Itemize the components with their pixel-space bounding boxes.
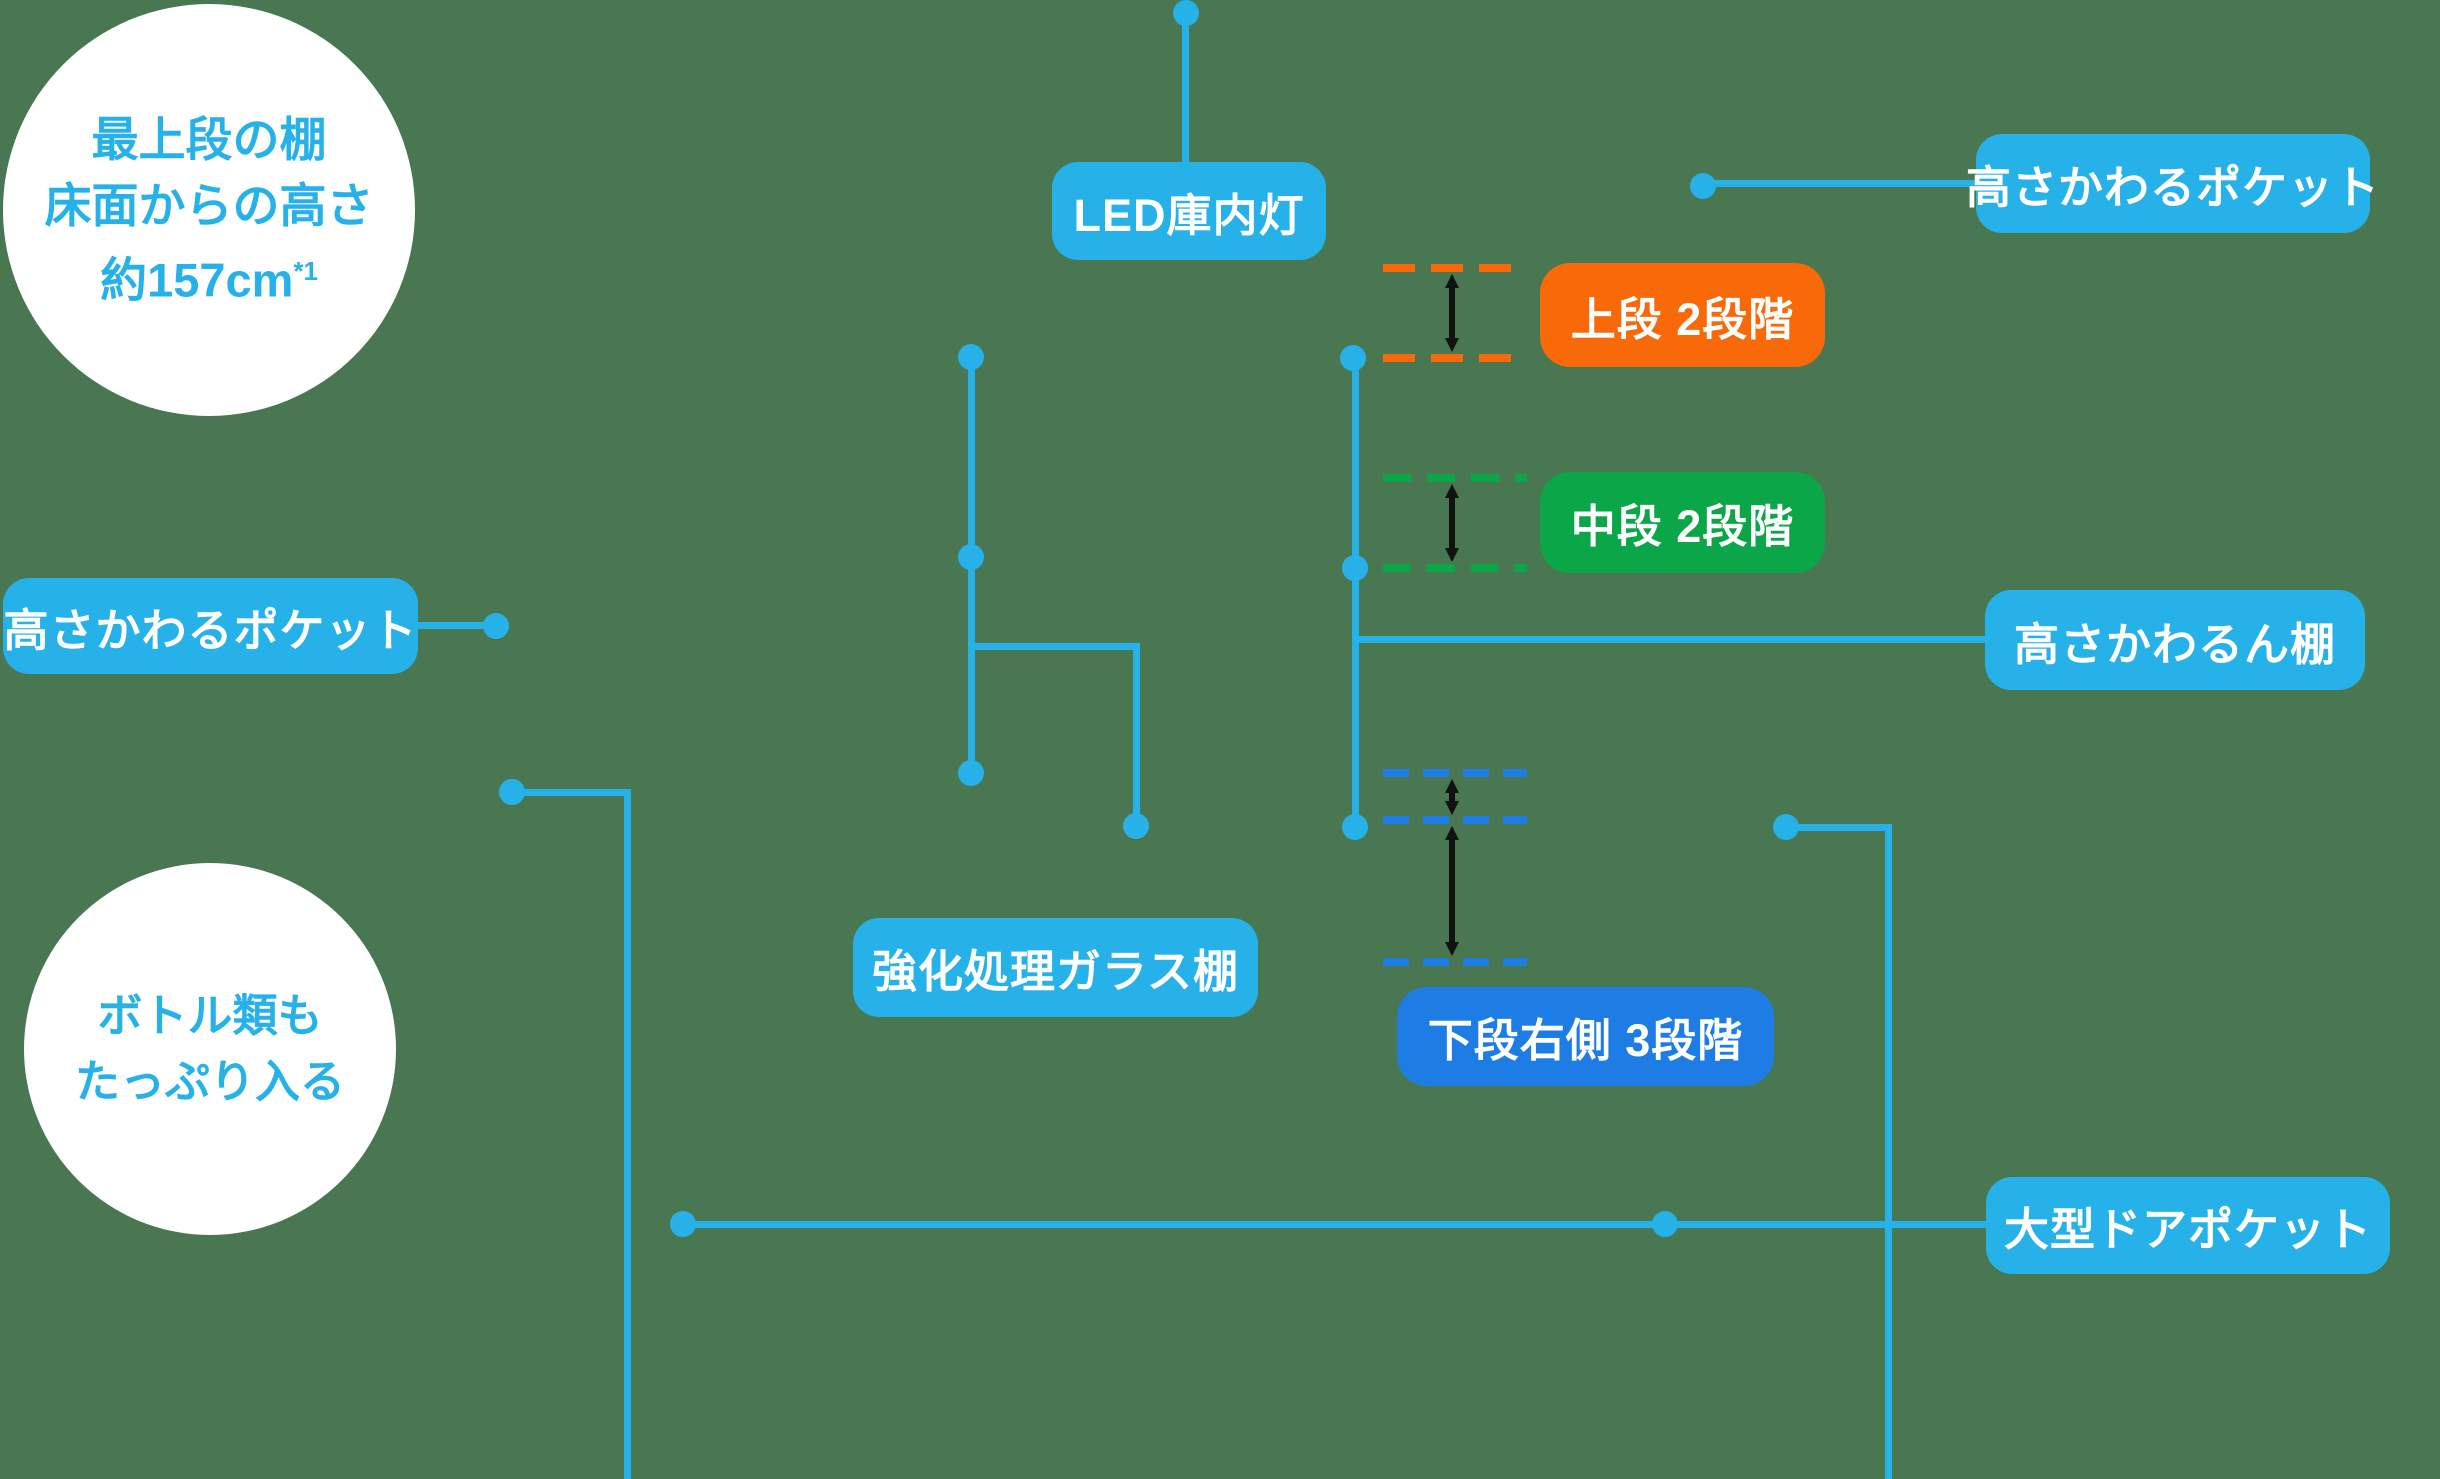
- connector-line-pocket-top-right: [1703, 180, 1976, 187]
- arrow-shaft: [1449, 282, 1455, 344]
- connector-dot: [1123, 813, 1149, 839]
- connector-dot: [1773, 814, 1799, 840]
- connector-line-led-light: [1182, 13, 1189, 162]
- lower-shelf-position-dash-3: [1383, 958, 1527, 966]
- connector-dot: [1690, 173, 1716, 199]
- lower-shelf-position-dash-2: [1383, 816, 1527, 824]
- label-height-adjustable-shelf: 高さかわるん棚: [1985, 590, 2365, 690]
- callout-value: 約157cm: [100, 253, 294, 307]
- label-tempered-glass-shelf: 強化処理ガラス棚: [853, 918, 1258, 1017]
- connector-line-bottle-vertical: [624, 789, 631, 1479]
- connector-dot: [958, 760, 984, 786]
- label-text: 強化処理ガラス棚: [871, 946, 1240, 997]
- connector-line-glass-shelf-branch-vertical: [1133, 643, 1140, 826]
- connector-line-adjustable-shelf-vertical: [1352, 358, 1359, 827]
- arrow-shaft: [1449, 787, 1455, 807]
- connector-line-lower-pocket-vertical: [1885, 824, 1892, 1479]
- badge-middle-2-levels: 中段 2段階: [1540, 472, 1825, 573]
- label-large-door-pocket: 大型ドアポケット: [1986, 1177, 2390, 1274]
- connector-line-pocket-left: [418, 622, 496, 629]
- callout-line: たっぷり入る: [74, 1056, 345, 1107]
- label-led-interior-light: LED庫内灯: [1052, 162, 1326, 260]
- upper-shelf-position-dash-bottom: [1383, 354, 1527, 362]
- upper-shelf-position-dash-top: [1383, 264, 1527, 272]
- middle-shelf-position-dash-bottom: [1383, 564, 1527, 572]
- callout-line: ボトル類も: [97, 990, 323, 1041]
- callout-circle-text: 最上段の棚 床面からの高さ 約157cm*1: [45, 107, 374, 314]
- connector-line-lower-pocket-horizontal: [1786, 824, 1892, 831]
- connector-dot: [483, 613, 509, 639]
- adjust-range-arrow-lower-large: [1445, 826, 1459, 956]
- connector-line-bottle-horizontal: [512, 789, 631, 796]
- label-text: 高さかわるん棚: [2013, 618, 2336, 670]
- badge-lower-right-3-levels: 下段右側 3段階: [1397, 987, 1774, 1086]
- connector-dot: [1652, 1211, 1678, 1237]
- connector-line-door-pocket: [683, 1221, 1986, 1228]
- label-text: 中段 2段階: [1570, 501, 1795, 552]
- connector-dot: [958, 344, 984, 370]
- arrow-shaft: [1449, 492, 1455, 554]
- arrow-shaft: [1449, 834, 1455, 948]
- connector-dot: [1342, 814, 1368, 840]
- callout-circle-top-shelf-height: 最上段の棚 床面からの高さ 約157cm*1: [3, 4, 415, 416]
- label-text: 上段 2段階: [1570, 293, 1795, 345]
- label-height-adjustable-pocket-left: 高さかわるポケット: [3, 578, 418, 674]
- label-text: 高さかわるポケット: [3, 604, 418, 656]
- callout-circle-text: ボトル類も たっぷり入る: [75, 983, 345, 1115]
- callout-line: 約157cm*1: [45, 239, 374, 314]
- middle-shelf-position-dash-top: [1383, 474, 1527, 482]
- badge-upper-2-levels: 上段 2段階: [1540, 263, 1825, 367]
- connector-dot: [670, 1211, 696, 1237]
- callout-line: 最上段の棚: [91, 112, 327, 166]
- callout-circle-bottle-capacity: ボトル類も たっぷり入る: [24, 863, 396, 1235]
- connector-dot: [499, 779, 525, 805]
- lower-shelf-position-dash-1: [1383, 769, 1527, 777]
- connector-line-adjustable-shelf-horizontal: [1355, 636, 1985, 643]
- callout-line: 床面からの高さ: [44, 178, 374, 232]
- connector-dot: [1173, 0, 1199, 26]
- label-text: 大型ドアポケット: [2003, 1204, 2372, 1255]
- label-height-adjustable-pocket-right: 高さかわるポケット: [1966, 134, 2379, 233]
- connector-line-glass-shelf-branch-horizontal: [968, 643, 1140, 650]
- connector-dot: [958, 544, 984, 570]
- adjust-range-arrow-lower-small: [1445, 779, 1459, 815]
- footnote-marker: *1: [293, 257, 318, 286]
- label-text: 高さかわるポケット: [1966, 162, 2381, 213]
- adjust-range-arrow-upper: [1445, 274, 1459, 352]
- label-text: LED庫内灯: [1073, 189, 1305, 241]
- connector-dot: [1342, 555, 1368, 581]
- label-text: 下段右側 3段階: [1427, 1015, 1744, 1066]
- connector-dot: [1340, 345, 1366, 371]
- adjust-range-arrow-middle: [1445, 484, 1459, 562]
